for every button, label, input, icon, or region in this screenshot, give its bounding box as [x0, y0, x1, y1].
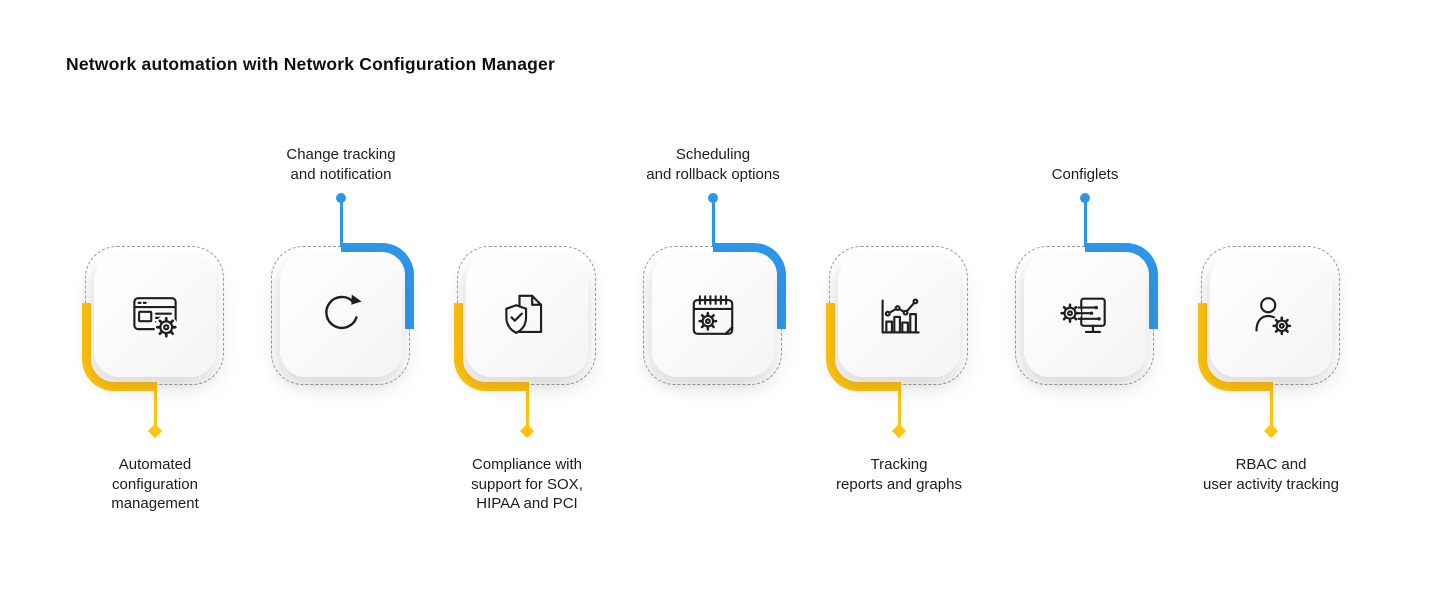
card-label: Automated configuration management [111, 456, 199, 512]
connector-line [1269, 389, 1273, 427]
connector-line [153, 389, 157, 427]
card [652, 255, 774, 377]
connector-elbow [1198, 303, 1273, 391]
card-label: Compliance with support for SOX, HIPAA a… [471, 456, 583, 512]
connector-elbow [341, 243, 414, 329]
card [1024, 255, 1146, 377]
connector-diamond [147, 423, 163, 439]
connector-elbow [826, 303, 901, 391]
connector-line [525, 389, 529, 427]
feature-rbac-user-activity: RBAC and user activity tracking [1178, 0, 1364, 600]
card [838, 255, 960, 377]
connector-line [711, 201, 715, 247]
feature-automated-configuration-management: Automated configuration management [62, 0, 248, 600]
feature-configlets: Configlets [992, 0, 1178, 600]
feature-row: Automated configuration management Chang… [62, 0, 1364, 600]
bar-chart-icon [869, 286, 929, 346]
feature-compliance-sox-hipaa-pci: Compliance with support for SOX, HIPAA a… [434, 0, 620, 600]
connector-line [1083, 201, 1087, 247]
card [280, 255, 402, 377]
card-label: Configlets [1051, 165, 1119, 183]
feature-scheduling-rollback: Scheduling and rollback options [620, 0, 806, 600]
feature-tracking-reports-graphs: Tracking reports and graphs [806, 0, 992, 600]
card [94, 255, 216, 377]
connector-diamond [519, 423, 535, 439]
connector-elbow [713, 243, 786, 329]
card-label: Change tracking and notification [286, 146, 396, 183]
browser-gear-icon [125, 286, 185, 346]
card [1210, 255, 1332, 377]
connector-elbow [454, 303, 529, 391]
card [466, 255, 588, 377]
connector-diamond [1263, 423, 1279, 439]
card-label: RBAC and user activity tracking [1203, 456, 1339, 493]
connector-line [339, 201, 343, 247]
page-title: Network automation with Network Configur… [66, 54, 555, 74]
calendar-gear-icon [683, 286, 743, 346]
feature-change-tracking-notification: Change tracking and notification [248, 0, 434, 600]
connector-line [897, 389, 901, 427]
connector-dot [1080, 193, 1090, 203]
connector-diamond [891, 423, 907, 439]
user-gear-icon [1241, 286, 1301, 346]
connector-dot [336, 193, 346, 203]
connector-dot [708, 193, 718, 203]
sync-arrows-icon [311, 286, 371, 346]
connector-elbow [1085, 243, 1158, 329]
connector-elbow [82, 303, 157, 391]
shield-document-icon [497, 286, 557, 346]
card-label: Tracking reports and graphs [836, 456, 962, 493]
card-label: Scheduling and rollback options [646, 146, 780, 183]
gear-circuit-monitor-icon [1055, 286, 1115, 346]
